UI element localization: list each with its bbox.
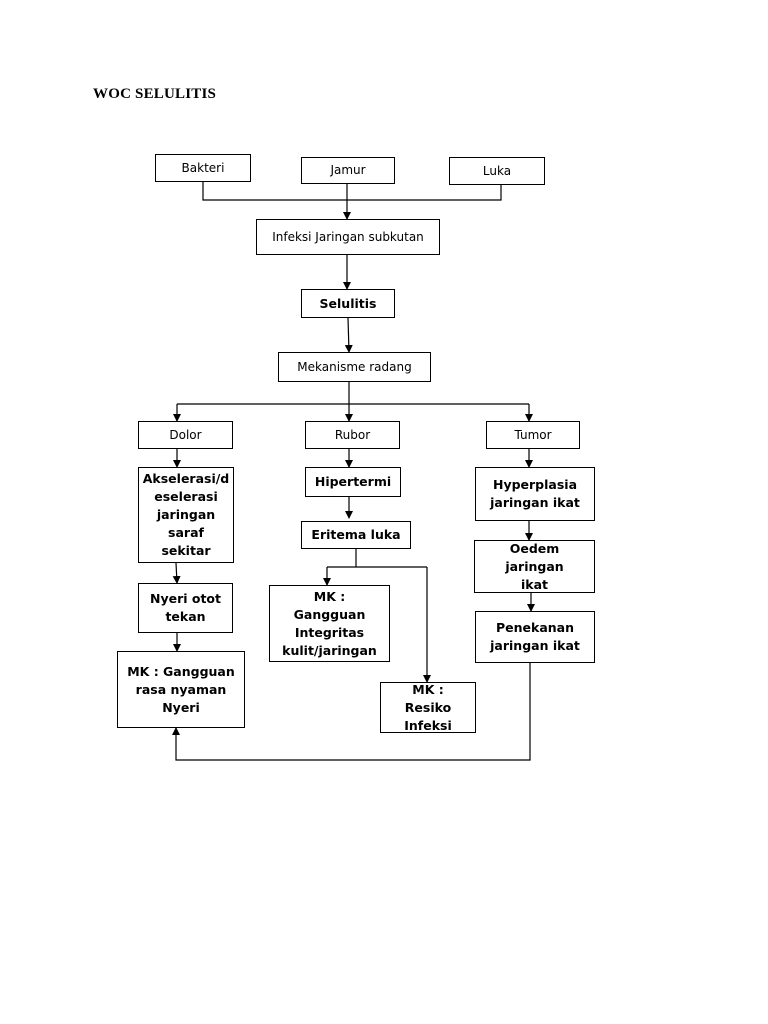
node-hyperplasia: Hyperplasia jaringan ikat [475,467,595,521]
arrow-penekanan-to-mk-nyaman [172,663,531,761]
node-nyeri-otot-tekan: Nyeri otot tekan [138,583,233,633]
node-penekanan-jaringan: Penekanan jaringan ikat [475,611,595,663]
node-mekanisme-radang: Mekanisme radang [278,352,431,382]
node-hipertermi: Hipertermi [305,467,401,497]
arrow-selulitis-mekanisme [344,317,353,353]
node-tumor: Tumor [486,421,580,449]
node-dolor: Dolor [138,421,233,449]
node-akselerasi-deselerasi: Akselerasi/d eselerasi jaringan saraf se… [138,467,234,563]
node-eritema-luka: Eritema luka [301,521,411,549]
node-bakteri: Bakteri [155,154,251,182]
node-rubor: Rubor [305,421,400,449]
node-mk-resiko-infeksi: MK : Resiko Infeksi [380,682,476,733]
arrow-akselerasi-nyeri [172,562,181,584]
node-selulitis: Selulitis [301,289,395,318]
node-mk-gangguan-integritas: MK : Gangguan Integritas kulit/jaringan [269,585,390,662]
node-jamur: Jamur [301,157,395,184]
cause-merge-line [202,182,502,201]
node-infeksi-jaringan-subkutan: Infeksi Jaringan subkutan [256,219,440,255]
page-title: WOC SELULITIS [93,86,217,102]
node-luka: Luka [449,157,545,185]
node-mk-gangguan-rasa-nyaman: MK : Gangguan rasa nyaman Nyeri [117,651,245,728]
node-oedem-jaringan: Oedem jaringan ikat [474,540,595,593]
